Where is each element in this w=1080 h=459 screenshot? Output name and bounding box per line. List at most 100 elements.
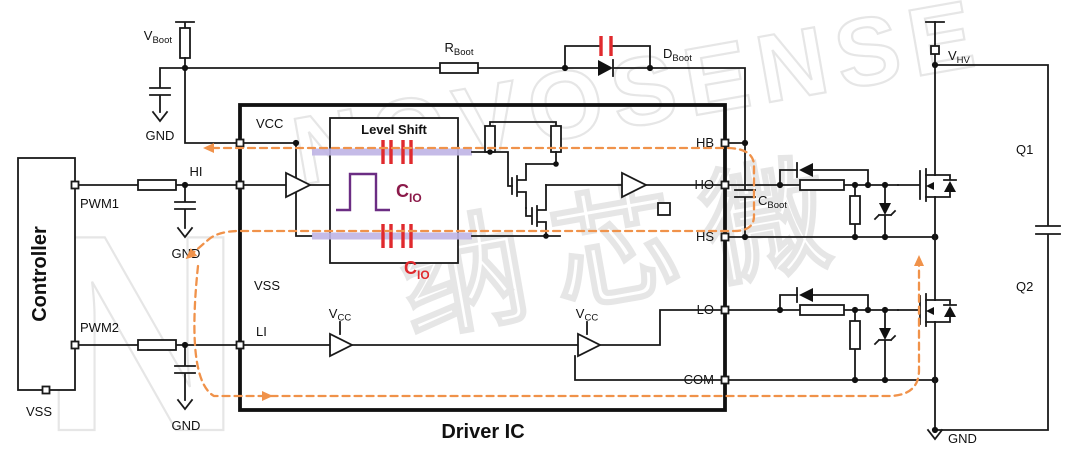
vcc-pin-label: VCC — [256, 116, 283, 131]
vss-pin-label: VSS — [254, 278, 280, 293]
rboot-label: RBoot — [445, 40, 474, 58]
pin-com — [720, 375, 730, 385]
q1-label: Q1 — [1016, 142, 1033, 157]
li-buffer-2 — [577, 332, 603, 358]
loop-arrow-3 — [262, 391, 273, 401]
pin-ctrl-vss — [41, 385, 51, 395]
internal-vcc-label-1: VCC — [329, 306, 352, 324]
gnd-label-vboot: GND — [146, 128, 175, 143]
lo-zener — [879, 328, 891, 340]
ho-pulldown-resistor — [849, 195, 861, 225]
q1-body-diode — [944, 181, 956, 192]
low-side-output: Q2 — [728, 279, 1033, 384]
lo-gate-resistor — [799, 304, 845, 316]
bus-cap — [934, 64, 1061, 431]
controller-vss-label: VSS — [26, 404, 52, 419]
li-series-resistor — [137, 339, 177, 351]
cio-caps-bottom — [381, 224, 413, 248]
hs-pin-label: HS — [696, 229, 714, 244]
vboot-network: VBoot GND RBoot DBoot CBoot — [144, 21, 787, 238]
gnd-arrow-vboot — [151, 110, 169, 123]
current-loops — [185, 143, 924, 401]
lo-pulldown-resistor — [849, 320, 861, 350]
li-buffer-1 — [329, 332, 355, 358]
loop-arrow-2 — [185, 248, 198, 260]
driver-ic-block: Driver IC VCC VSS LI HB HO HS LO COM Lev… — [41, 103, 730, 443]
pin-hs — [720, 232, 730, 242]
pin-ho — [720, 180, 730, 190]
q1-mosfet — [897, 168, 957, 202]
gnd-label-hi: GND — [172, 246, 201, 261]
hi-net-label: HI — [190, 164, 203, 179]
pin-ctrl-pwm2 — [70, 340, 80, 350]
boot-rail — [184, 67, 746, 144]
pin-li — [235, 340, 245, 350]
ho-gate-resistor — [799, 179, 845, 191]
pin-ctrl-pwm1 — [70, 180, 80, 190]
internal-mosfet-1 — [511, 163, 527, 209]
vhv-label: VHV — [948, 48, 971, 66]
loop-arrow-4 — [914, 255, 924, 266]
pin-lo — [720, 305, 730, 315]
li-pin-label: LI — [256, 324, 267, 339]
controller-title: Controller — [29, 226, 51, 322]
driver-ic-box — [238, 103, 727, 412]
gnd-label-li: GND — [172, 418, 201, 433]
level-shift-block: Level Shift CIO CIO — [312, 117, 472, 282]
dboot-diode — [598, 60, 613, 76]
hb-pin-label: HB — [696, 135, 714, 150]
vboot-supply-bar — [175, 21, 195, 29]
hi-filter-cap — [174, 184, 196, 229]
cboot-label: CBoot — [758, 193, 787, 211]
hv-rail: VHV GND — [925, 21, 1061, 446]
li-filter-cap — [174, 344, 196, 401]
driver-ic-title: Driver IC — [441, 421, 524, 443]
driver-pins — [41, 138, 730, 395]
vboot-wire — [184, 57, 237, 144]
pulse-waveform — [336, 172, 390, 212]
pwm-input-networks: GND HI GND — [74, 164, 237, 433]
q2-body-diode-wires — [934, 299, 957, 323]
ho-diode — [799, 163, 813, 177]
cboot-cap — [734, 142, 756, 238]
q2-label: Q2 — [1016, 279, 1033, 294]
high-side-output: Q1 — [728, 142, 1033, 241]
current-loop-top — [192, 146, 756, 254]
q2-mosfet — [897, 293, 957, 327]
pin-vcc — [235, 138, 245, 148]
hi-series-resistor — [137, 179, 177, 191]
gnd-label-power: GND — [948, 431, 977, 446]
ho-zener — [879, 203, 891, 215]
vhv-pin — [930, 45, 940, 55]
gnd-arrow-power — [926, 428, 944, 441]
cio-caps-top — [381, 140, 413, 164]
vboot-label: VBoot — [144, 28, 173, 46]
lo-diode — [799, 288, 813, 302]
q1-body-diode-wires — [934, 174, 957, 198]
ho-buffer — [621, 171, 649, 199]
internal-logic-box — [657, 202, 671, 216]
level-shift-title: Level Shift — [361, 122, 427, 137]
current-loop-bottom — [193, 262, 921, 398]
gnd-arrow-li — [176, 398, 194, 411]
pin-hb — [720, 138, 730, 148]
dboot-label: DBoot — [663, 46, 692, 64]
rboot-resistor — [439, 62, 479, 74]
q1-substrate-arrow — [926, 182, 934, 190]
ho-diode-branch — [779, 169, 869, 186]
boot-parallel-wires — [564, 45, 651, 69]
pwm1-label: PWM1 — [80, 196, 119, 211]
boot-cap-red — [599, 36, 613, 56]
q2-substrate-arrow — [926, 307, 934, 315]
lo-diode-branch — [779, 294, 869, 311]
loop-arrow-1 — [203, 143, 214, 153]
internal-mosfet-2 — [525, 184, 547, 237]
controller-box — [17, 157, 76, 391]
vboot-cap — [149, 67, 186, 113]
hi-buffer — [285, 171, 313, 199]
internal-vcc-label-2: VCC — [576, 306, 599, 324]
cio-top-label: CIO — [396, 181, 422, 205]
gnd-arrow-hi — [176, 226, 194, 239]
controller-block: Controller PWM1 PWM2 VSS — [17, 157, 119, 419]
